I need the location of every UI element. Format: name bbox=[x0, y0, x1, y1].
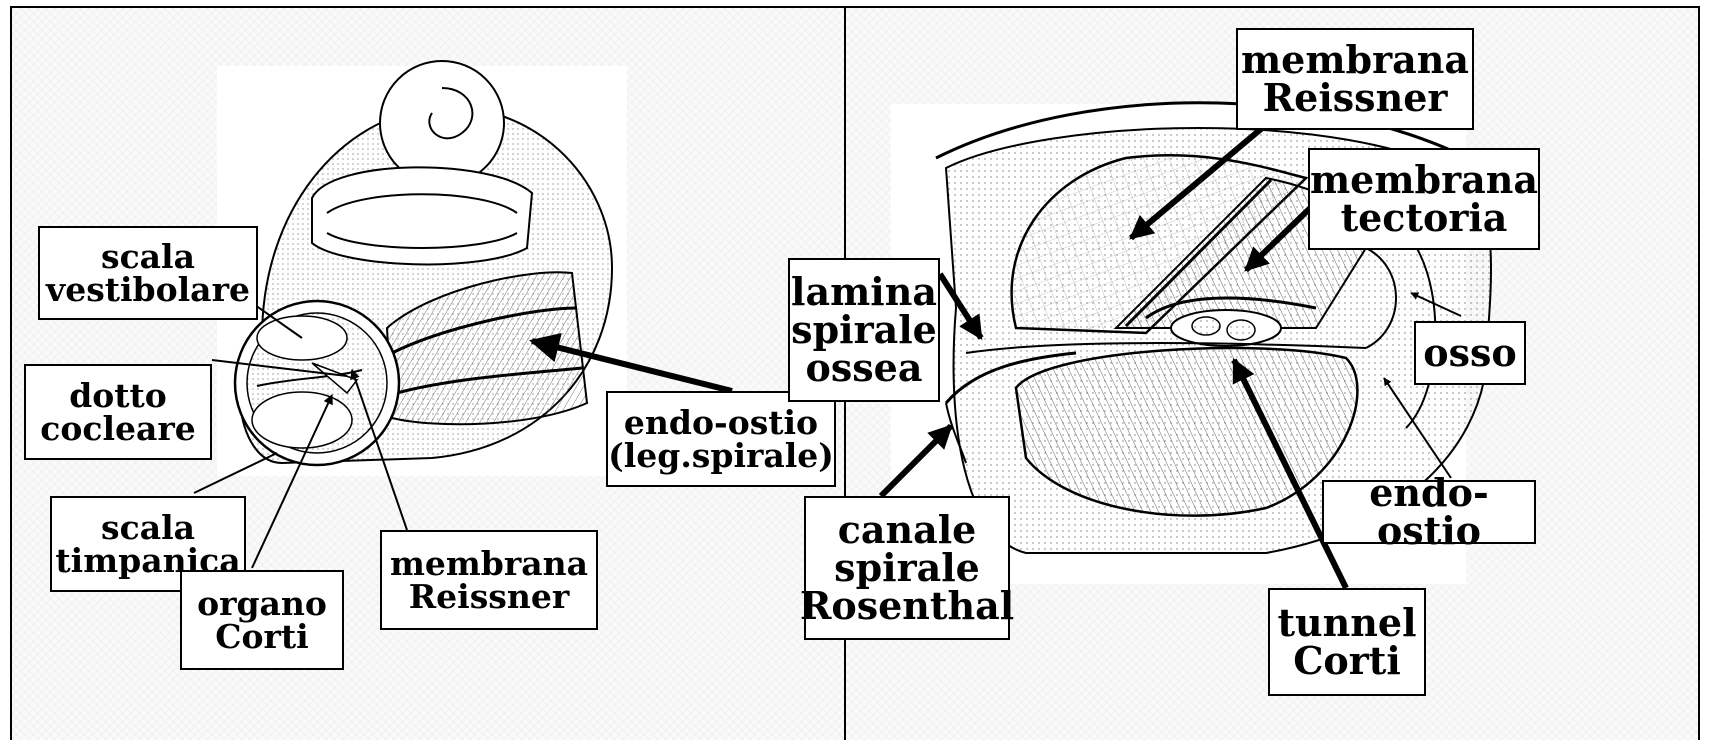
label-membrana-reissner-right: membrana Reissner bbox=[1236, 28, 1474, 130]
label-membrana-reissner-left: membrana Reissner bbox=[380, 530, 598, 630]
label-dotto-cocleare: dotto cocleare bbox=[24, 364, 212, 460]
right-panel: membrana Reissner membrana tectoria lami… bbox=[844, 6, 1700, 740]
left-panel: scala vestibolare dotto cocleare scala t… bbox=[10, 6, 846, 740]
label-membrana-tectoria: membrana tectoria bbox=[1308, 148, 1540, 250]
label-canale-spirale-rosenthal: canale spirale Rosenthal bbox=[804, 496, 1010, 640]
label-organo-corti: organo Corti bbox=[180, 570, 344, 670]
label-lamina-spirale-ossea: lamina spirale ossea bbox=[788, 258, 940, 402]
label-endo-ostio: endo-ostio bbox=[1322, 480, 1536, 544]
label-scala-vestibolare: scala vestibolare bbox=[38, 226, 258, 320]
label-tunnel-corti: tunnel Corti bbox=[1268, 588, 1426, 696]
label-osso: osso bbox=[1414, 321, 1526, 385]
label-endo-ostio-leg-spirale: endo-ostio (leg.spirale) bbox=[606, 391, 836, 487]
